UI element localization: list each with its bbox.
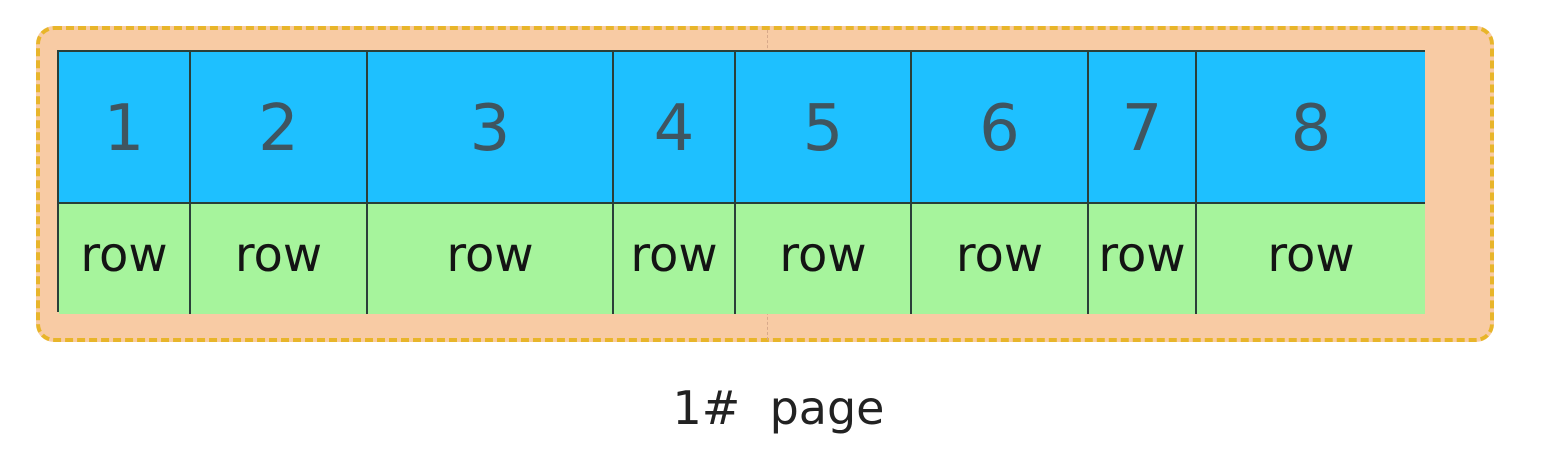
- column-number: 7: [1121, 92, 1163, 166]
- row-label-cell: row: [368, 204, 614, 314]
- column-number: 4: [653, 92, 695, 166]
- column-number: 2: [258, 92, 299, 166]
- row-label-cell: row: [1089, 204, 1197, 314]
- column-number-cell: 8: [1197, 52, 1425, 204]
- column-number-cell: 4: [614, 52, 736, 204]
- column-number: 1: [103, 92, 145, 166]
- row-label-cell: row: [736, 204, 912, 314]
- page-caption: 1# page: [672, 381, 885, 435]
- row-label: row: [446, 227, 534, 283]
- row-label: row: [955, 227, 1044, 283]
- column-number: 5: [802, 92, 844, 166]
- column-number-cell: 5: [736, 52, 912, 204]
- column-number: 3: [469, 92, 511, 166]
- row-label-cell: row: [614, 204, 736, 314]
- row-label: row: [630, 227, 718, 283]
- row-label: row: [1267, 227, 1355, 283]
- row-label: row: [80, 227, 168, 283]
- column-number: 8: [1290, 92, 1332, 166]
- column-number-cell: 7: [1089, 52, 1197, 204]
- column-number-cell: 3: [368, 52, 614, 204]
- row-label-cell: row: [191, 204, 368, 314]
- column-number-cell: 6: [912, 52, 1089, 204]
- row-label: row: [234, 227, 323, 283]
- row-table: 1 2 3 4 5 6 7 8 row row row row row row …: [57, 50, 1425, 314]
- row-label: row: [779, 227, 867, 283]
- column-number: 6: [979, 92, 1020, 166]
- row-label-cell: row: [912, 204, 1089, 314]
- row-label: row: [1098, 227, 1186, 283]
- row-label-cell: row: [59, 204, 191, 314]
- row-label-cell: row: [1197, 204, 1425, 314]
- column-number-cell: 2: [191, 52, 368, 204]
- column-number-cell: 1: [59, 52, 191, 204]
